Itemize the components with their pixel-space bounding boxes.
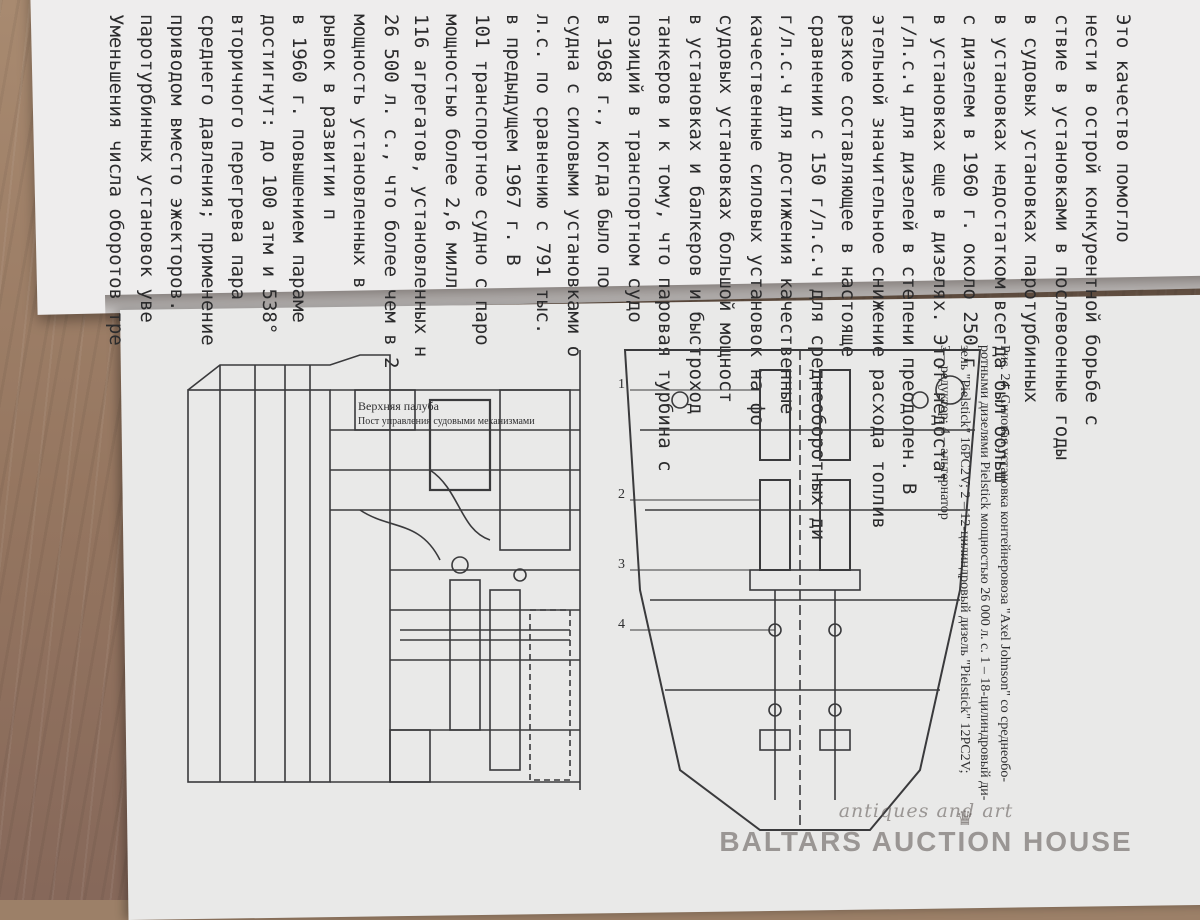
text-line: в 1968 г., когда было по	[593, 14, 616, 289]
caption-line: зель "Pielstick" 16PC2V; 2 – 12-цилиндро…	[957, 345, 972, 774]
side-elevation-view	[187, 350, 581, 790]
text-line: 116 агрегатов, установленных н	[410, 14, 433, 358]
watermark-title: BALTARS AUCTION HOUSE	[719, 826, 1133, 857]
text-line: сравнении с 150 г/л.с.ч для среднеоборот…	[807, 14, 829, 541]
plan-view-hull	[623, 349, 982, 831]
text-line: паротурбинных установок уве	[136, 14, 158, 323]
text-line: качественные силовых установок на фо	[746, 14, 768, 426]
text-line: этельной значительное снижение расхода т…	[868, 14, 890, 529]
control-post-label: Пост управления судовыми механизмами	[358, 416, 535, 427]
text-line: с дизелем в 1960 г. около 250 г	[959, 14, 982, 369]
engine-plan-drawing: Верхняя палуба Пост управления судовыми …	[187, 349, 982, 831]
text-line: в установках еще в дизелях. Этот недоста…	[929, 14, 951, 483]
callout-4: 4	[618, 617, 625, 632]
body-text: Это качество помогло нести в острой конк…	[101, 14, 1138, 541]
text-line: позиций в транспортном судо	[624, 14, 646, 323]
callout-1: 1	[618, 377, 625, 392]
text-line: в судовых установках паротурбинных	[1020, 14, 1043, 403]
text-line: г/л.с.ч для дизелей в степени преодолен.…	[898, 14, 921, 495]
text-line: Это качество помогло	[1112, 14, 1134, 243]
text-line: резкое составляющее в настояще	[837, 14, 860, 358]
text-line: Уменьшения числа оборотов тре	[105, 14, 128, 346]
text-line: среднего давления; применение	[197, 14, 219, 346]
text-line: 26 500 л. с., что более чем в 2	[380, 14, 402, 369]
text-line: ствие в установками в послевоенные годы	[1051, 14, 1073, 461]
deck-label: Верхняя палуба	[358, 399, 440, 413]
text-line: рывок в развитии п	[319, 14, 341, 220]
figure-caption: Рис. 24. Силовая установка контейнеровоз…	[934, 345, 1014, 855]
text-line: в установках и балкеров и быстроход	[685, 14, 707, 415]
text-line: достигнут: до 100 атм и 538°	[258, 14, 280, 335]
text-line: мощностью более 2,6 милл	[441, 14, 463, 289]
caption-line: ротными дизелями Pielstick мощностью 26 …	[977, 345, 992, 801]
text-line: в 1960 г. повышением параме	[288, 14, 311, 323]
text-line: 101 транспортное судно с паро	[471, 14, 494, 346]
engine-room-figure: Верхняя палуба Пост управления судовыми …	[160, 330, 1000, 860]
text-line: нести в острой конкурентной борьбе с	[1081, 14, 1104, 426]
text-line: в предыдущем 1967 г. В	[502, 14, 524, 266]
text-line: судовых установках большой мощност	[715, 14, 738, 403]
callout-2: 2	[618, 487, 625, 502]
auction-house-watermark: ♛ antiques and art BALTARS AUCTION HOUSE	[716, 800, 1136, 880]
callout-3: 3	[618, 557, 625, 572]
text-line: приводом вместо эжекторов.	[166, 14, 189, 312]
text-line: в установках недостатком всегда был боль…	[990, 14, 1012, 483]
crown-icon: ♛	[956, 806, 974, 830]
watermark-subtitle: antiques and art	[838, 800, 1014, 822]
caption-line: 3 – редуктор; 4 – альтернатор	[937, 345, 952, 520]
text-line: мощность установленных в	[349, 14, 372, 289]
text-line: л.с. по сравнению с 791 тыс.	[532, 14, 555, 335]
text-line: судна с силовыми установками о	[563, 14, 585, 358]
caption-line: Рис. 24. Силовая установка контейнеровоз…	[997, 345, 1012, 782]
text-line: г/л.с.ч для достижения качественные	[776, 14, 799, 415]
text-line: вторичного перегрева пара	[227, 14, 250, 300]
text-line: танкеров и к тому, что паровая турбина с	[654, 14, 677, 472]
